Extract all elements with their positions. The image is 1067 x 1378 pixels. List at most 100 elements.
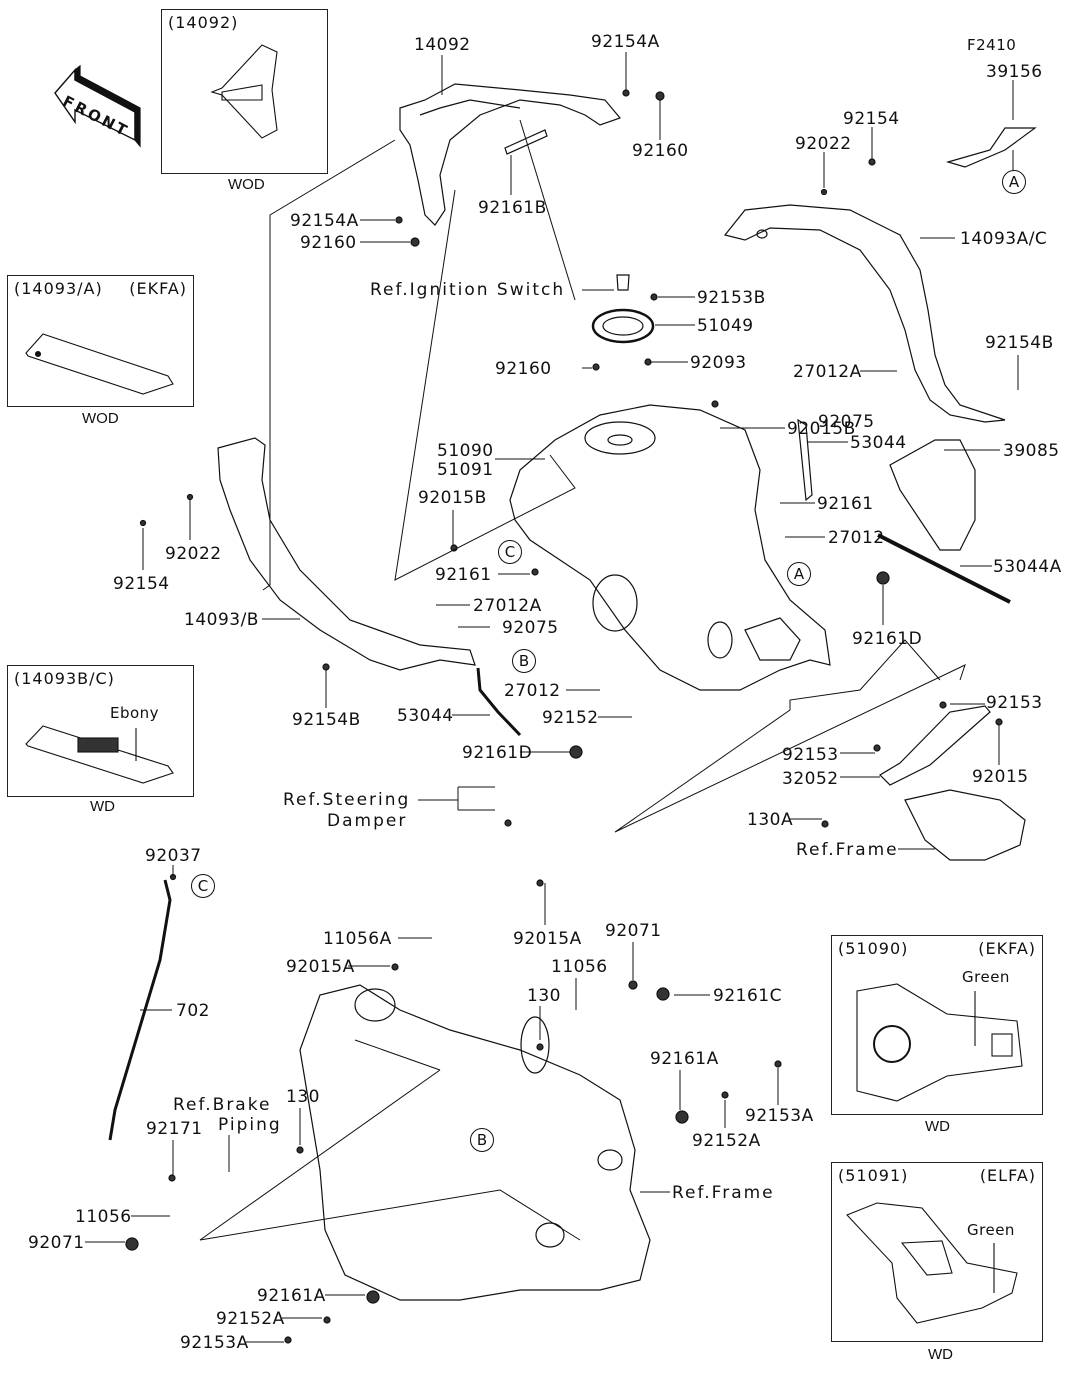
part-label: 92153A <box>180 1333 249 1353</box>
inset-14093a: (14093/A) (EKFA) <box>7 275 194 407</box>
part-label: 92161A <box>257 1286 326 1306</box>
inset-51091-drawing <box>846 1202 1018 1324</box>
ref-frame-upper: Ref.Frame <box>796 840 899 860</box>
part-label: 92015A <box>513 929 582 949</box>
part-label: 51090 <box>437 441 494 461</box>
part-label: 11056 <box>551 957 608 977</box>
part-label: 92154 <box>843 109 900 129</box>
color-note: Ebony <box>110 704 160 722</box>
inset-51090-drawing <box>856 983 1023 1102</box>
part-label: 92152A <box>216 1309 285 1329</box>
trim-53044a <box>877 533 1011 604</box>
trim-53044-left <box>476 667 522 737</box>
part-label: 702 <box>176 1001 210 1021</box>
trim-53044-right <box>797 418 813 502</box>
decal-39156 <box>945 127 1037 168</box>
marker-c: C <box>498 540 522 564</box>
part-label: 92161D <box>852 629 923 649</box>
upper-cover-14092 <box>399 83 622 226</box>
part-label: 92153A <box>745 1106 814 1126</box>
part-label: 92022 <box>795 134 852 154</box>
frame-lower <box>299 984 651 1301</box>
inset-title: (14092) <box>168 13 239 32</box>
part-label: 92154A <box>290 211 359 231</box>
inset-14093bc-drawing <box>25 725 174 784</box>
part-label: 11056 <box>75 1207 132 1227</box>
part-label: 53044 <box>850 433 907 453</box>
ref-brake-piping-line1: Ref.Brake <box>173 1095 272 1115</box>
part-label: 92161 <box>435 565 492 585</box>
part-label: 92015A <box>286 957 355 977</box>
part-label: 14092 <box>414 35 471 55</box>
inset-title: (51090) <box>838 939 909 958</box>
part-label: 51091 <box>437 460 494 480</box>
part-label: 92171 <box>146 1119 203 1139</box>
part-label: 14093/B <box>184 610 259 630</box>
side-panel-14093ac <box>723 204 1006 423</box>
inset-caption: WD <box>90 798 115 815</box>
part-label: 130 <box>286 1087 320 1107</box>
part-label: 39085 <box>1003 441 1060 461</box>
color-note: Green <box>962 968 1010 986</box>
inset-caption: WOD <box>82 410 119 427</box>
inset-variant: (EKFA) <box>129 279 187 298</box>
part-label: 14093A/C <box>960 229 1048 249</box>
part-label: 92071 <box>28 1233 85 1253</box>
part-label: 92015 <box>972 767 1029 787</box>
inset-variant: (ELFA) <box>979 1166 1036 1185</box>
part-label: 32052 <box>782 769 839 789</box>
inset-14093bc: (14093B/C) Ebony <box>7 665 194 797</box>
ref-steering-damper-line1: Ref.Steering <box>283 790 411 810</box>
inset-51091: (51091) (ELFA) Green <box>831 1162 1043 1342</box>
inset-14093a-drawing <box>25 333 174 395</box>
marker-c: C <box>191 874 215 898</box>
inset-14092: (14092) <box>161 9 328 174</box>
part-label: 27012A <box>473 596 542 616</box>
part-label: 92154B <box>292 710 361 730</box>
part-label: 92154 <box>113 574 170 594</box>
part-label: 39156 <box>986 62 1043 82</box>
part-label: 92015B <box>787 419 856 439</box>
ref-ignition-switch: Ref.Ignition Switch <box>370 280 566 300</box>
part-label: 27012A <box>793 362 862 382</box>
part-label: 92161A <box>650 1049 719 1069</box>
ref-brake-piping-line2: Piping <box>218 1115 282 1135</box>
part-label: 92153B <box>697 288 766 308</box>
inset-14092-drawing <box>210 44 278 139</box>
inset-caption: WD <box>925 1118 950 1135</box>
part-label: 130A <box>747 810 794 830</box>
fasteners <box>125 89 1003 1344</box>
marker-b: B <box>512 649 536 673</box>
inset-51090: (51090) (EKFA) Green <box>831 935 1043 1115</box>
inset-variant: (EKFA) <box>978 939 1036 958</box>
part-label: 92022 <box>165 544 222 564</box>
part-label: 92154A <box>591 32 660 52</box>
frame-bracket-upper <box>904 789 1026 861</box>
part-label: 92154B <box>985 333 1054 353</box>
part-label: 27012 <box>828 528 885 548</box>
side-panel-14093b <box>217 437 476 671</box>
part-label: 51049 <box>697 316 754 336</box>
part-label: 53044A <box>993 557 1062 577</box>
color-note: Green <box>967 1221 1015 1239</box>
inset-title: (51091) <box>838 1166 909 1185</box>
inset-caption: WOD <box>228 176 265 193</box>
pad-39085 <box>889 439 976 551</box>
part-label: 92160 <box>495 359 552 379</box>
part-label: 92153 <box>782 745 839 765</box>
marker-b: B <box>470 1128 494 1152</box>
ref-frame-lower: Ref.Frame <box>672 1183 775 1203</box>
part-label: 92075 <box>818 412 875 432</box>
part-label: 11056A <box>323 929 392 949</box>
part-label: 27012 <box>504 681 561 701</box>
inset-title: (14093/A) <box>14 279 103 298</box>
ref-steering-damper-line2: Damper <box>327 811 408 831</box>
part-label: 92152 <box>542 708 599 728</box>
inset-caption: WD <box>928 1346 953 1363</box>
marker-a: A <box>1002 170 1026 194</box>
part-label: 92160 <box>300 233 357 253</box>
part-label: 92161B <box>478 198 547 218</box>
part-label: 92153 <box>986 693 1043 713</box>
part-label: 92152A <box>692 1131 761 1151</box>
